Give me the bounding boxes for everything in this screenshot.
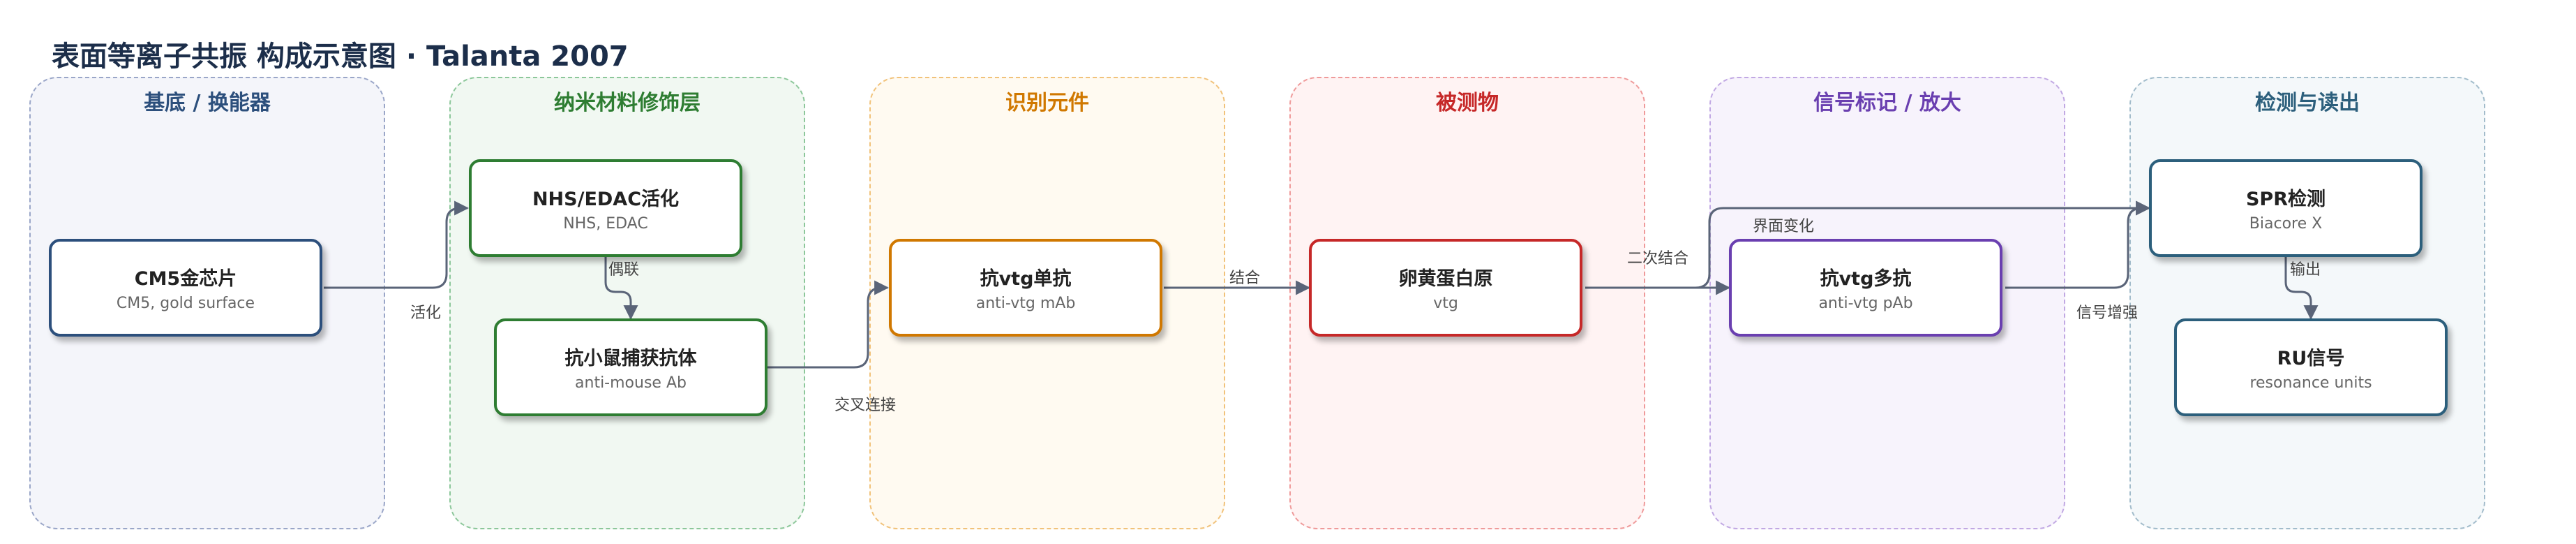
edge-label-activate: 活化 [410, 304, 442, 322]
node-title: RU信号 [2277, 348, 2345, 369]
edge-pab-to-spr [2005, 200, 2151, 289]
node-ru-signal: RU信号 resonance units [2174, 318, 2448, 416]
node-nhs-edac: NHS/EDAC活化 NHS, EDAC [469, 159, 742, 257]
lane-nanomaterial [449, 77, 805, 529]
node-title: SPR检测 [2245, 189, 2326, 210]
edge-spr-to-ru [2284, 257, 2319, 321]
lane-label-recognition: 识别元件 [1005, 91, 1089, 115]
edge-label-secondary: 二次结合 [1627, 250, 1689, 267]
node-spr-detection: SPR检测 Biacore X [2149, 159, 2423, 257]
node-subtitle: anti-vtg mAb [975, 295, 1076, 312]
edge-label-amplify: 信号增强 [2076, 304, 2139, 322]
lane-label-detection: 检测与读出 [2255, 91, 2360, 115]
node-cm5-chip: CM5金芯片 CM5, gold surface [49, 239, 322, 337]
lane-detection [2129, 77, 2485, 529]
edge-label-interface: 界面变化 [1753, 218, 1815, 235]
node-subtitle: NHS, EDAC [563, 215, 648, 233]
edge-nhs-to-antimouse [604, 257, 638, 321]
lane-label-nanomaterial: 纳米材料修饰层 [554, 91, 701, 115]
edge-label-output: 输出 [2290, 261, 2321, 279]
edge-label-bind: 结合 [1229, 270, 1261, 287]
edge-chip-to-nhs [324, 200, 470, 289]
node-title: NHS/EDAC活化 [532, 189, 680, 210]
node-subtitle: resonance units [2249, 374, 2372, 392]
lane-label-signal-label: 信号标记 / 放大 [1813, 91, 1961, 115]
diagram-title: 表面等离子共振 构成示意图 · Talanta 2007 [52, 41, 629, 73]
node-title: 抗vtg多抗 [1820, 268, 1912, 290]
node-anti-vtg-mab: 抗vtg单抗 anti-vtg mAb [889, 239, 1162, 337]
node-title: CM5金芯片 [134, 268, 237, 290]
node-anti-mouse-ab: 抗小鼠捕获抗体 anti-mouse Ab [494, 318, 767, 416]
edge-label-couple: 偶联 [608, 261, 640, 279]
node-subtitle: anti-mouse Ab [575, 374, 687, 392]
node-anti-vtg-pab: 抗vtg多抗 anti-vtg pAb [1729, 239, 2002, 337]
edge-antimouse-to-mab [767, 280, 890, 369]
edge-label-crosslink: 交叉连接 [834, 397, 897, 414]
node-title: 卵黄蛋白原 [1398, 268, 1493, 290]
node-subtitle: anti-vtg pAb [1818, 295, 1913, 312]
node-title: 抗vtg单抗 [980, 268, 1072, 290]
node-title: 抗小鼠捕获抗体 [564, 348, 697, 369]
lane-label-analyte: 被测物 [1436, 91, 1499, 115]
edge-vtg-to-spr [1585, 200, 2151, 289]
node-vtg: 卵黄蛋白原 vtg [1309, 239, 1582, 337]
node-subtitle: CM5, gold surface [116, 295, 255, 312]
node-subtitle: vtg [1433, 295, 1458, 312]
node-subtitle: Biacore X [2249, 215, 2323, 233]
lane-label-substrate: 基底 / 换能器 [144, 91, 271, 115]
